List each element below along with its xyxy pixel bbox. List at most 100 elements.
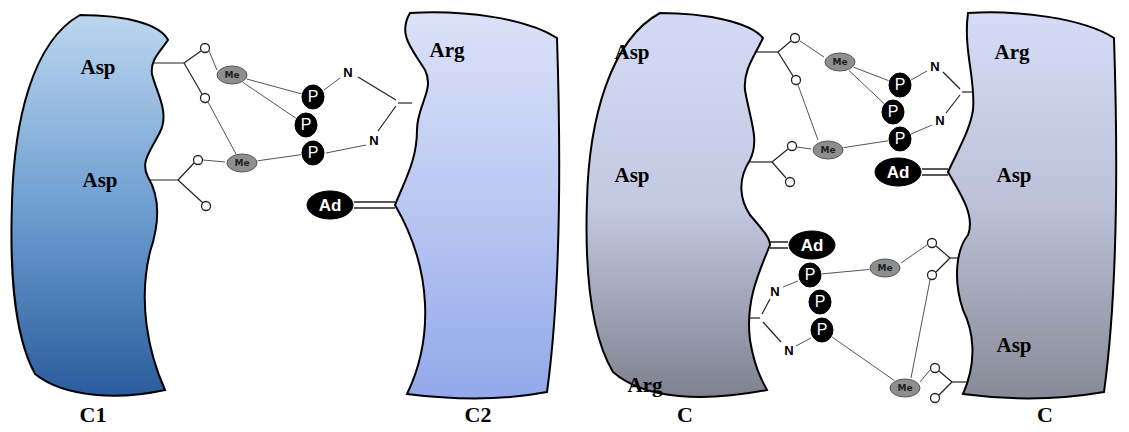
bond-line xyxy=(920,370,930,382)
bond-line xyxy=(184,63,202,94)
atom-label: P xyxy=(895,77,906,93)
bond-line xyxy=(398,102,412,103)
atom-label: Ad xyxy=(801,237,824,254)
nitrogen-label: N xyxy=(783,344,794,357)
bond-line xyxy=(832,337,894,380)
protein-domain: AspAspArgC xyxy=(585,10,770,432)
domain-outline xyxy=(948,10,1118,400)
atom-label: P xyxy=(301,117,312,133)
atom-label: P xyxy=(308,145,319,161)
nitrogen-label: N xyxy=(929,60,940,73)
bond-line xyxy=(354,202,395,208)
oxygen-atom xyxy=(201,44,210,53)
bond-connector xyxy=(247,79,302,94)
adenine-ellipse-fill xyxy=(875,158,921,186)
bond-line xyxy=(911,280,930,378)
domain-name: C2 xyxy=(465,404,492,426)
phosphate-circle: P xyxy=(808,289,832,315)
metal-ion: Me xyxy=(216,65,248,85)
atom-label: Me xyxy=(234,159,249,168)
bond-line xyxy=(936,246,950,258)
metal-ion: Me xyxy=(869,258,901,278)
oxygen-atom xyxy=(928,271,937,280)
bond-line xyxy=(800,41,824,57)
oxygen-atoms xyxy=(194,34,940,403)
bond-line xyxy=(178,180,203,203)
phosphate-circle: P xyxy=(301,140,325,166)
phosphate-circle: P xyxy=(798,262,822,288)
residue-label: Asp xyxy=(614,165,649,186)
adenine-ellipse: Ad xyxy=(874,157,922,187)
domain-name: C xyxy=(1037,404,1053,426)
atom-label: P xyxy=(308,89,319,105)
residue-label: Asp xyxy=(996,335,1031,356)
metal-ion-fill xyxy=(227,154,257,172)
phosphate-circle: P xyxy=(888,72,912,98)
phosphate-circle: P xyxy=(810,317,834,343)
metal-ion: Me xyxy=(226,153,258,173)
bond-line xyxy=(755,51,778,52)
phosphate-circle-fill xyxy=(295,113,317,137)
oxygen-atom xyxy=(791,34,800,43)
phosphate-circle: P xyxy=(301,84,325,110)
domain-name: C xyxy=(677,404,693,426)
residue-label: Asp xyxy=(614,42,649,63)
atom-label: P xyxy=(815,294,826,310)
residue-label: Asp xyxy=(80,57,115,78)
bond-line xyxy=(796,338,811,346)
atom-label: P xyxy=(817,322,828,338)
atom-label: Me xyxy=(877,264,892,273)
phosphate-circle-fill xyxy=(799,263,821,287)
residue-label: Arg xyxy=(430,40,465,61)
bond-line xyxy=(939,382,952,395)
phosphate-circle-fill xyxy=(889,127,911,151)
oxygen-atom xyxy=(202,202,211,211)
domain-name: C1 xyxy=(80,404,107,426)
bond-line xyxy=(854,67,889,80)
adenine-ellipse-fill xyxy=(789,231,835,259)
metal-ion: Me xyxy=(824,52,856,72)
atom-label: Ad xyxy=(887,164,910,181)
phosphate-circle-fill xyxy=(889,73,911,97)
metal-ion-fill xyxy=(825,53,855,71)
bond-line xyxy=(772,162,786,178)
phosphate-circle-fill xyxy=(882,100,904,124)
metal-ion-fill xyxy=(890,379,920,397)
residue-label: Arg xyxy=(995,42,1030,63)
phosphate-circle-fill xyxy=(811,318,833,342)
atom-label: Me xyxy=(832,58,847,67)
bond-line xyxy=(844,141,889,148)
phosphate-circle-fill xyxy=(302,85,324,109)
bond-connector xyxy=(922,169,948,175)
bond-line xyxy=(247,79,302,94)
bond-connector xyxy=(243,82,296,118)
bond-line xyxy=(946,95,960,113)
bond-line xyxy=(326,145,366,153)
bond-line xyxy=(901,245,927,263)
bond-connector xyxy=(849,70,884,103)
atom-label: P xyxy=(888,104,899,120)
protein-domain: ArgC2 xyxy=(395,10,560,432)
bond-line xyxy=(358,77,396,100)
oxygen-atom xyxy=(792,76,801,85)
oxygen-atom xyxy=(788,142,797,151)
atom-label: Me xyxy=(820,146,835,155)
atom-label: Me xyxy=(897,384,912,393)
domain-shape xyxy=(948,12,1116,398)
bond-line xyxy=(772,149,788,162)
nitrogen-label: N xyxy=(368,134,379,147)
phosphate-circle: P xyxy=(888,126,912,152)
metal-ion-fill xyxy=(217,66,247,84)
bond-line xyxy=(778,52,793,76)
atom-label: Ad xyxy=(319,197,342,214)
atom-label: Me xyxy=(224,71,239,80)
bond-line xyxy=(936,258,950,272)
domain-outline xyxy=(395,10,560,400)
bond-line xyxy=(798,85,818,140)
oxygen-atom xyxy=(931,394,940,403)
nitrogen-label: N xyxy=(342,66,353,79)
bond-line xyxy=(762,299,770,314)
bond-line xyxy=(911,125,932,134)
